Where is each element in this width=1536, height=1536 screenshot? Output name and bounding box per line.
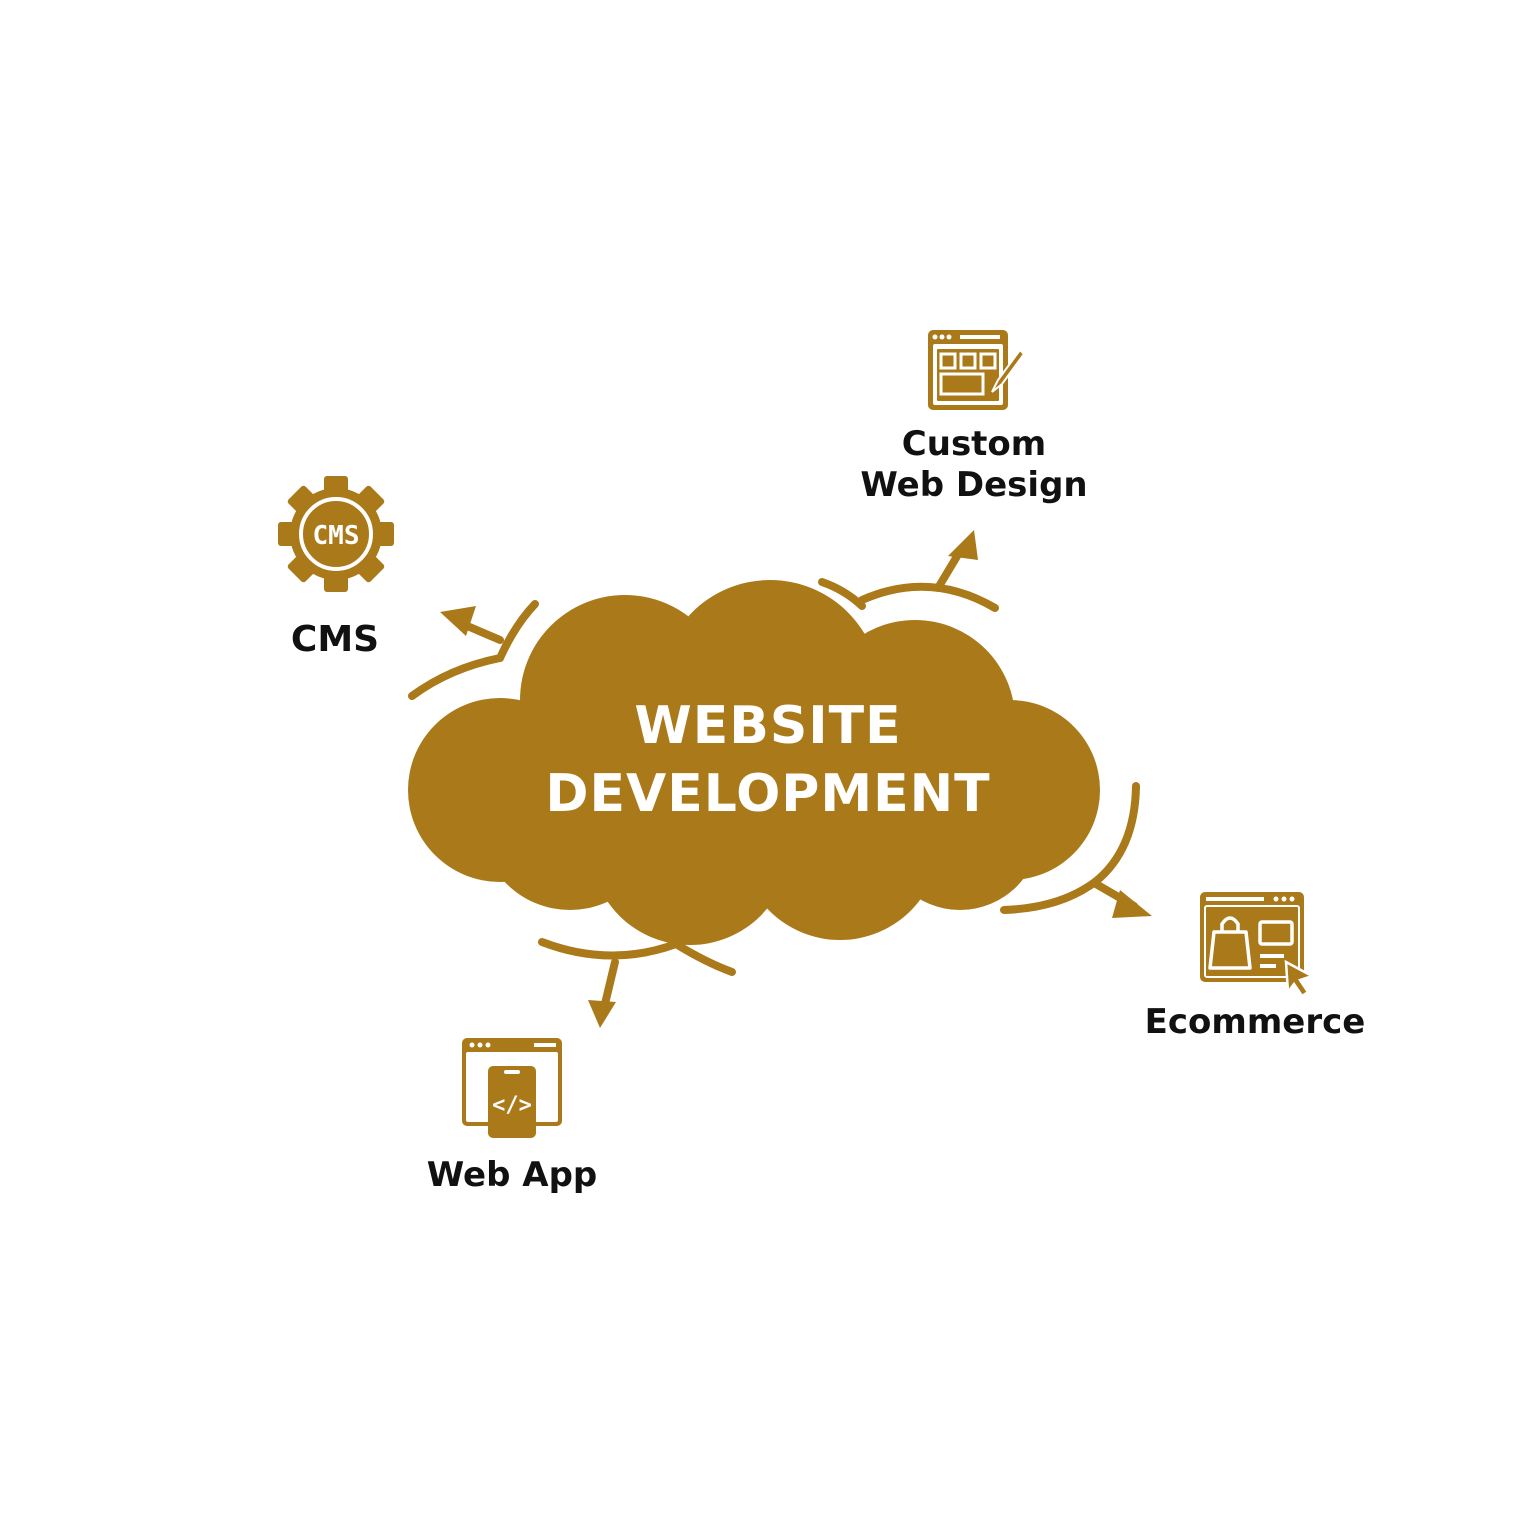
connector-arc-web-design (818, 578, 866, 610)
connectors (408, 544, 1140, 1012)
connector-arc-ecommerce (1091, 782, 1140, 886)
label-cms: CMS (290, 619, 380, 660)
connector-arc-webapp (538, 938, 680, 960)
center-title-line2: DEVELOPMENT (545, 764, 991, 824)
connector-arrow-webapp (600, 958, 619, 1012)
cms-icon-text: CMS (313, 521, 360, 551)
arrowhead-ecommerce (1112, 890, 1152, 918)
web-app-icon: </> (462, 1038, 562, 1138)
arrowheads (440, 530, 1152, 1028)
label-custom-line2: Web Design (860, 464, 1088, 505)
label-ecommerce: Ecommerce (1144, 1002, 1366, 1042)
connector-arc-cms (408, 654, 504, 700)
label-custom-web-design: Custom Web Design (834, 424, 1114, 506)
svg-text:</>: </> (492, 1093, 532, 1118)
web-design-icon (928, 330, 1026, 410)
label-web-app: Web App (426, 1155, 598, 1195)
arrowhead-webapp (588, 1000, 616, 1028)
center-title-line1: WEBSITE (634, 696, 902, 756)
arrowhead-cms (440, 606, 476, 636)
ecommerce-icon (1200, 892, 1316, 998)
central-cloud (408, 580, 1100, 945)
arrowhead-web-design (948, 530, 978, 560)
cms-gear-icon: CMS (278, 476, 394, 592)
label-custom-line1: Custom (901, 424, 1047, 464)
